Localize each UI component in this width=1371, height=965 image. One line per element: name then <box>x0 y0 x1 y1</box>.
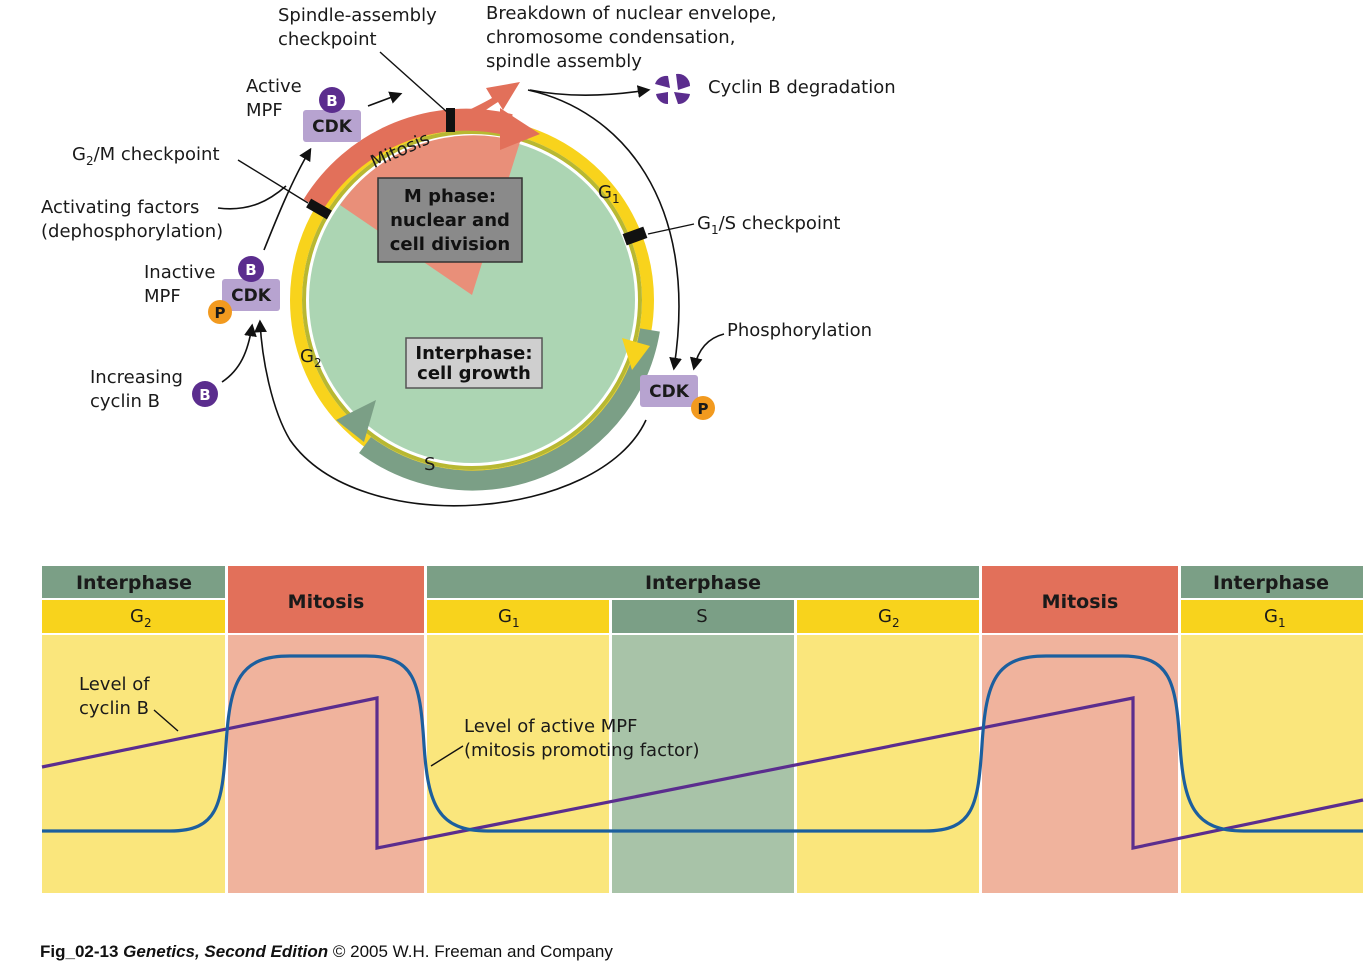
active-cdk-box <box>303 110 361 142</box>
degradation-arrow <box>529 85 651 98</box>
cyclin-level-label: Level of cyclin B <box>79 674 155 719</box>
region-g2-b <box>797 635 979 893</box>
g2m-checkpoint-bar <box>306 198 332 220</box>
g1s-checkpoint-bar <box>622 226 648 246</box>
region-mitosis-2 <box>982 635 1178 893</box>
inactive-p-badge <box>208 300 232 324</box>
active-cdk-label: CDK <box>312 117 353 137</box>
s-arc-arrowhead <box>336 400 376 442</box>
cyclin-b-curve <box>41 696 1364 850</box>
phospho-p-text: P <box>698 400 709 418</box>
phospho-cdk-label: CDK <box>649 382 690 402</box>
outer-arrow-bottom <box>254 319 647 507</box>
header-mitosis-2 <box>982 566 1178 633</box>
inactive-cdk-box <box>222 279 280 311</box>
active-to-mitosis-arrow <box>367 91 403 107</box>
activating-factors-label: Activating factors (dephosphorylation) <box>41 197 223 242</box>
spindle-checkpoint-label: Spindle-assembly checkpoint <box>278 5 442 50</box>
increasing-cyclin-label: Increasing cyclin B <box>90 367 189 412</box>
header-interphase-1-text: Interphase <box>76 572 192 594</box>
header-mitosis-2-text: Mitosis <box>1042 591 1119 613</box>
mphase-box-line3: cell division <box>390 234 511 255</box>
header-interphase-3 <box>1181 566 1363 598</box>
mitosis-arc <box>303 108 513 211</box>
phase-g2-a-text: G2 <box>130 606 152 630</box>
phosphorylation-label: Phosphorylation <box>727 320 872 341</box>
cyclin-leader <box>153 709 179 732</box>
region-g1-b <box>1181 635 1363 893</box>
phase-g1-b-text: G1 <box>1264 606 1286 630</box>
g1-arc-label: G1 <box>598 182 620 206</box>
header-interphase-2 <box>427 566 979 598</box>
s-arc-label: S <box>424 454 435 475</box>
g2m-checkpoint-label: G2/M checkpoint <box>72 144 220 168</box>
region-mitosis-1 <box>228 635 424 893</box>
inactive-cyclin-b-badge <box>238 256 264 282</box>
active-cyclin-b-text: B <box>326 92 337 110</box>
breakdown-arrow <box>452 82 520 130</box>
active-mpf-label: Active MPF <box>246 76 307 121</box>
inactive-cdk-label: CDK <box>231 286 272 306</box>
mphase-box-line1: M phase: <box>404 186 496 207</box>
g1s-checkpoint-label: G1/S checkpoint <box>697 213 840 237</box>
phase-s-text: S <box>696 606 707 627</box>
phase-g1-a-text: G1 <box>498 606 520 630</box>
phase-s <box>612 600 794 633</box>
inactive-p-text: P <box>215 304 226 322</box>
active-cyclin-b-badge <box>319 87 345 113</box>
region-g2-a <box>42 635 225 893</box>
phase-g2-a <box>42 600 225 633</box>
interphase-box-line1: Interphase: <box>415 343 532 364</box>
phase-g1-b <box>1181 600 1363 633</box>
degraded-cyclin-icon <box>655 73 691 105</box>
free-cyclin-b-text: B <box>199 386 210 404</box>
header-interphase-2-text: Interphase <box>645 572 761 594</box>
figure-caption: Fig_02-13 Genetics, Second Edition © 200… <box>40 942 613 962</box>
mphase-box <box>377 177 523 263</box>
free-cyclin-b-badge <box>192 381 218 407</box>
outer-arrow-to-cdk <box>527 89 682 371</box>
cyclin-degradation-label: Cyclin B degradation <box>708 77 896 98</box>
phase-g2-b-text: G2 <box>878 606 900 630</box>
inactive-to-active-arrow <box>263 147 312 251</box>
cell-cycle-figure: Mitosis G1 G2 S M phase: nuclear and cel… <box>41 3 1364 893</box>
g2-arc-label: G2 <box>300 346 322 370</box>
caption-copyright: © 2005 W.H. Freeman and Company <box>332 942 613 961</box>
spindle-checkpoint-bar <box>446 108 455 132</box>
interphase-box-line2: cell growth <box>417 363 531 384</box>
caption-book: Genetics, Second Edition <box>123 942 329 961</box>
mitosis-arc-arrowhead <box>500 108 540 150</box>
g1s-leader <box>647 223 695 235</box>
header-mitosis-1 <box>228 566 424 633</box>
inactive-mpf-label: Inactive MPF <box>144 262 221 307</box>
g2m-leader <box>237 159 309 204</box>
interphase-box <box>405 337 543 389</box>
increasing-arrow <box>221 323 257 383</box>
phosphorylation-arrow <box>689 333 725 371</box>
phospho-p-badge <box>691 396 715 420</box>
timeline: Interphase Mitosis Interphase Mitosis In… <box>41 566 1364 893</box>
g1-arc-arrowhead <box>622 338 650 370</box>
header-interphase-1 <box>42 566 225 598</box>
inactive-cyclin-b-text: B <box>245 261 256 279</box>
spindle-leader <box>379 51 448 113</box>
cell-cycle-diagram: Mitosis G1 G2 S M phase: nuclear and cel… <box>41 3 896 507</box>
activating-bracket <box>217 185 287 210</box>
region-g1-a <box>427 635 609 893</box>
phospho-cdk-box <box>640 375 698 407</box>
active-mpf-curve <box>42 654 1363 833</box>
caption-fig-id: Fig_02-13 <box>40 942 119 961</box>
mpf-leader <box>430 745 464 767</box>
mpf-level-label: Level of active MPF (mitosis promoting f… <box>464 716 699 761</box>
s-phase-arc <box>359 328 660 491</box>
mphase-box-line2: nuclear and <box>390 210 510 231</box>
region-s <box>612 635 794 893</box>
header-mitosis-1-text: Mitosis <box>288 591 365 613</box>
phase-g1-a <box>427 600 609 633</box>
breakdown-label: Breakdown of nuclear envelope, chromosom… <box>486 3 782 72</box>
inner-ring <box>302 130 642 470</box>
phase-g2-b <box>797 600 979 633</box>
header-interphase-3-text: Interphase <box>1213 572 1329 594</box>
